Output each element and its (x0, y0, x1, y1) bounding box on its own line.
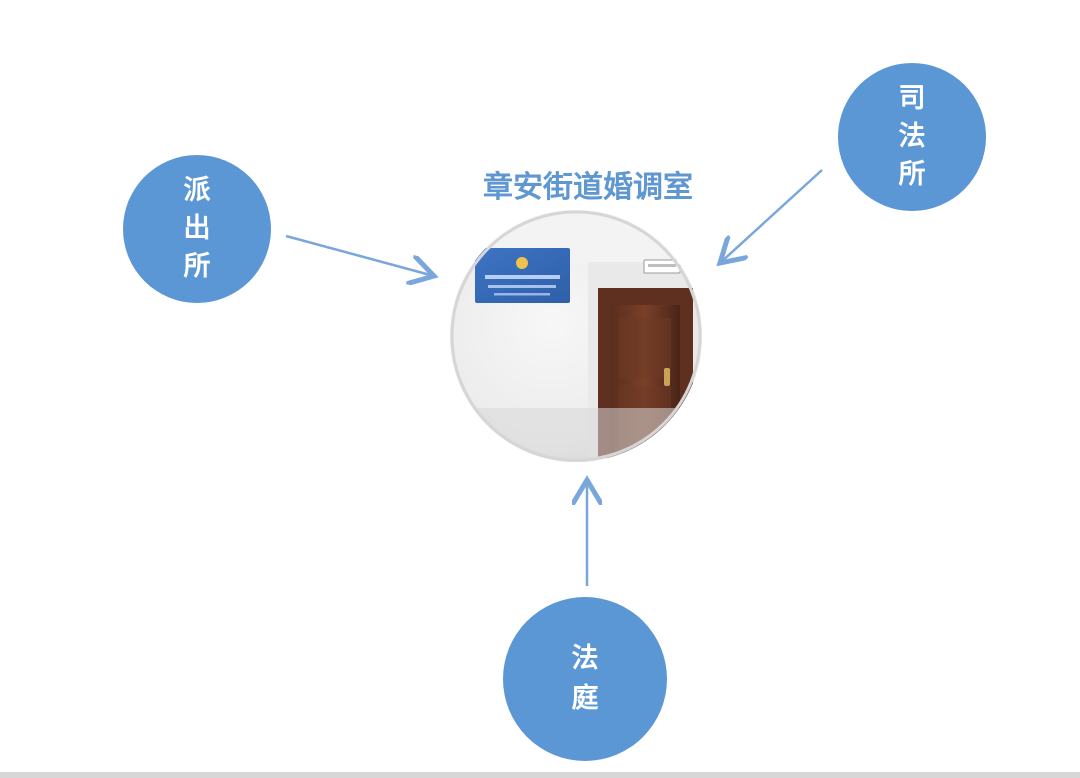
photo-illustration (450, 210, 702, 462)
center-title: 章安街道婚调室 (483, 170, 693, 205)
node-police-station-label: 派出所 (183, 175, 211, 282)
node-court: 法庭 (503, 597, 667, 761)
node-court-label: 法庭 (571, 643, 599, 714)
arrow-from-judicial-office (720, 169, 823, 263)
bottom-strip (0, 772, 1080, 778)
arrow-from-police-station (285, 234, 434, 276)
node-police-station: 派出所 (123, 155, 271, 303)
node-judicial-office-label: 司法所 (898, 83, 926, 190)
node-judicial-office: 司法所 (838, 63, 986, 211)
mediation-room-photo (450, 210, 702, 462)
